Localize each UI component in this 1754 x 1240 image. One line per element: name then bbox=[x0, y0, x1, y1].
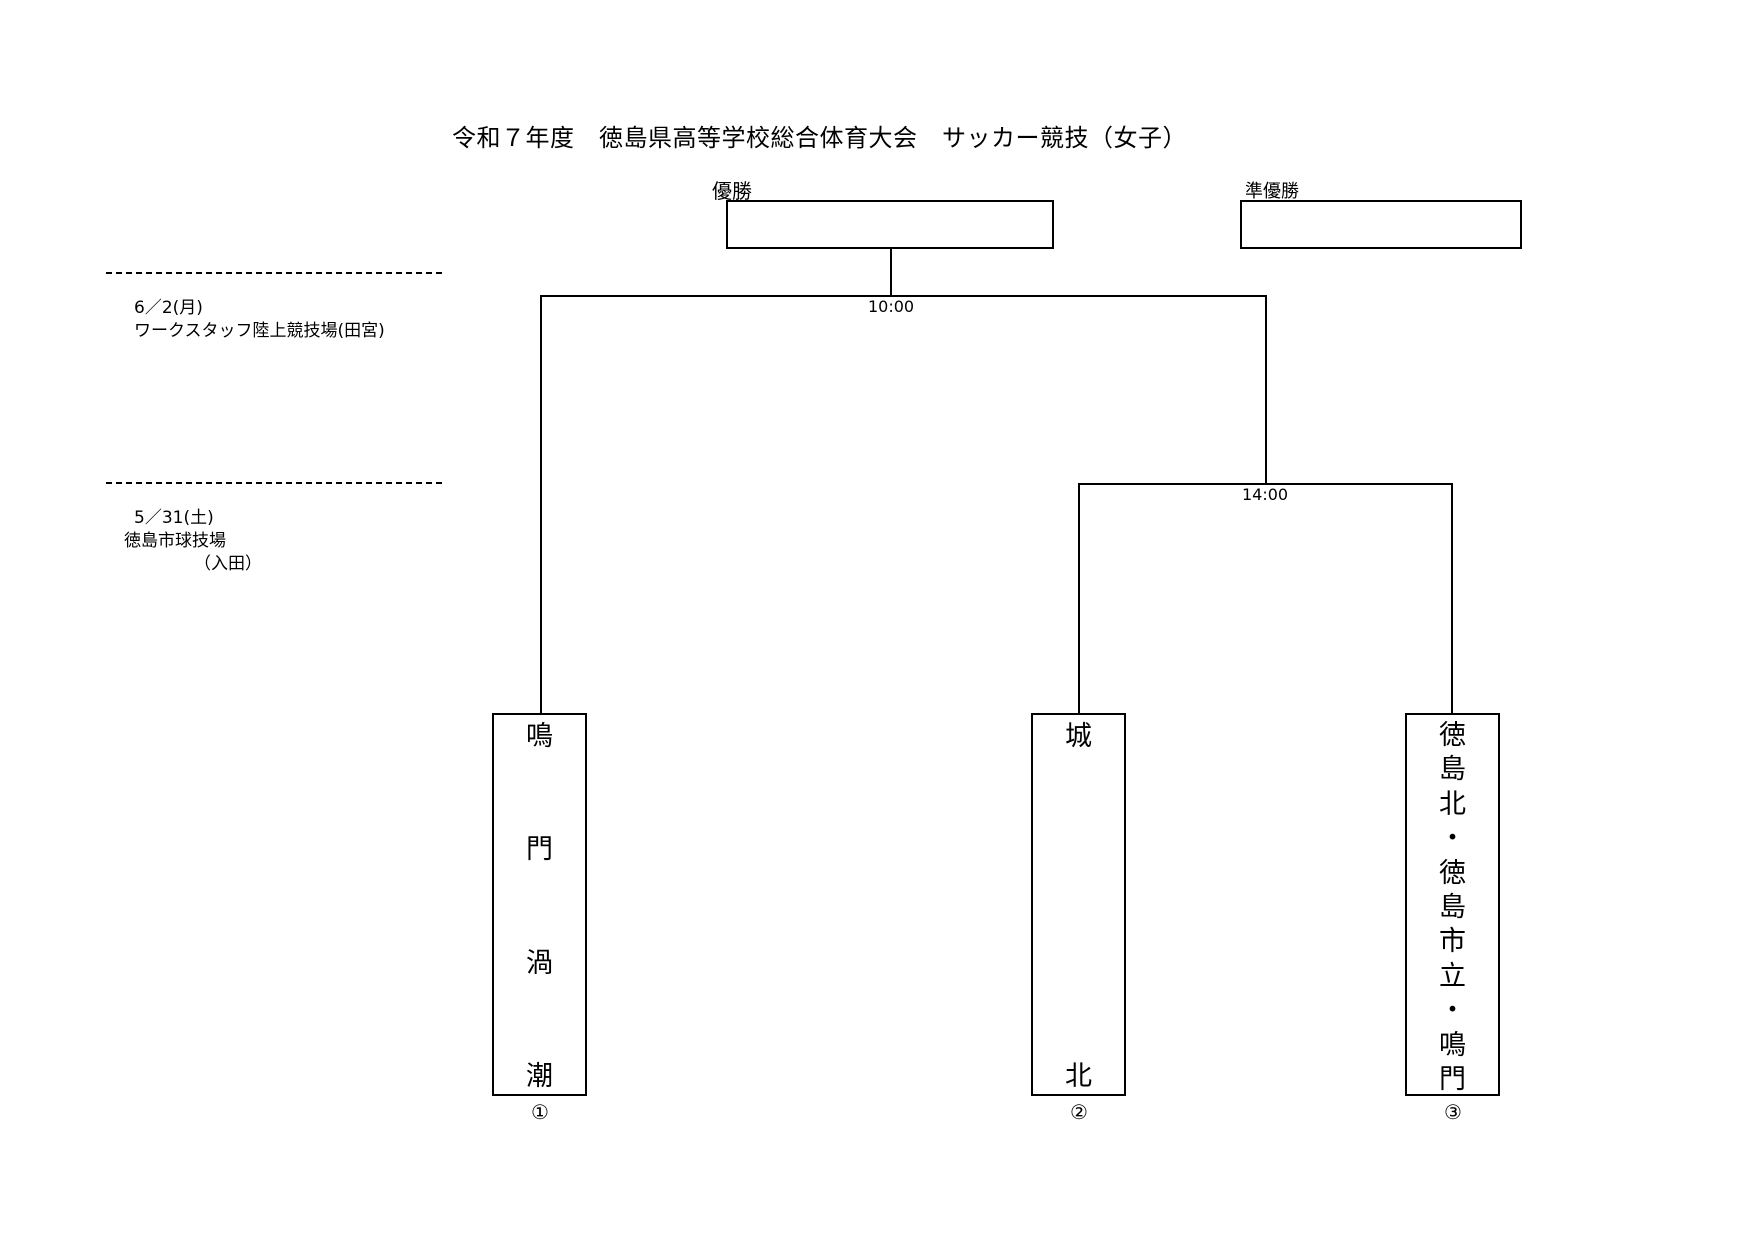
bracket-line-semifinal bbox=[1078, 483, 1453, 485]
team3-char: ・ bbox=[1439, 823, 1466, 855]
team3-char: 北 bbox=[1439, 788, 1466, 820]
final-time: 10:00 bbox=[866, 297, 917, 316]
team3-char: 徳 bbox=[1439, 720, 1466, 751]
team2-seed: ② bbox=[1070, 1100, 1088, 1124]
schedule-semifinal-date: 5／31(土) bbox=[134, 508, 214, 528]
bracket-line-final bbox=[540, 295, 1267, 297]
divider-final-day bbox=[106, 272, 442, 274]
team3-char: 市 bbox=[1439, 926, 1466, 958]
bracket-line-team3 bbox=[1451, 483, 1453, 714]
runner-up-label: 準優勝 bbox=[1245, 181, 1299, 202]
team1-char: 潮 bbox=[526, 1060, 553, 1092]
page-title: 令和７年度 徳島県高等学校総合体育大会 サッカー競技（女子） bbox=[452, 124, 1187, 152]
team3-char: ・ bbox=[1439, 995, 1466, 1027]
bracket-line-team2 bbox=[1078, 483, 1080, 714]
team-box-1: 鳴 門 渦 潮 bbox=[492, 713, 587, 1096]
team1-char: 門 bbox=[526, 834, 553, 866]
team-box-2: 城 北 bbox=[1031, 713, 1126, 1096]
divider-semifinal-day bbox=[106, 482, 442, 484]
team3-char: 門 bbox=[1439, 1064, 1466, 1096]
schedule-final-venue: ワークスタッフ陸上競技場(田宮) bbox=[134, 321, 385, 341]
team2-char: 城 bbox=[1065, 721, 1092, 752]
team1-char: 鳴 bbox=[526, 721, 553, 752]
team3-char: 島 bbox=[1439, 892, 1466, 924]
team1-seed: ① bbox=[531, 1100, 549, 1124]
semifinal-time: 14:00 bbox=[1240, 485, 1291, 504]
schedule-semifinal-venue-note: （入田） bbox=[194, 554, 262, 574]
bracket-line-team1 bbox=[540, 295, 542, 714]
team3-char: 立 bbox=[1439, 960, 1466, 992]
champion-label: 優勝 bbox=[712, 179, 752, 203]
team3-char: 鳴 bbox=[1439, 1029, 1466, 1061]
team3-char: 島 bbox=[1439, 754, 1466, 786]
team3-char: 徳 bbox=[1439, 857, 1466, 889]
runner-up-box bbox=[1240, 200, 1522, 249]
team2-char: 北 bbox=[1065, 1061, 1092, 1092]
schedule-semifinal-venue: 徳島市球技場 bbox=[124, 531, 226, 551]
schedule-final-date: 6／2(月) bbox=[134, 298, 203, 318]
bracket-line-champion-stem bbox=[890, 249, 892, 296]
team3-seed: ③ bbox=[1444, 1100, 1462, 1124]
champion-box bbox=[726, 200, 1054, 249]
team1-char: 渦 bbox=[526, 947, 553, 979]
bracket-line-semifinal-stem bbox=[1265, 295, 1267, 484]
team-box-3: 徳 島 北 ・ 徳 島 市 立 ・ 鳴 門 bbox=[1405, 713, 1500, 1096]
